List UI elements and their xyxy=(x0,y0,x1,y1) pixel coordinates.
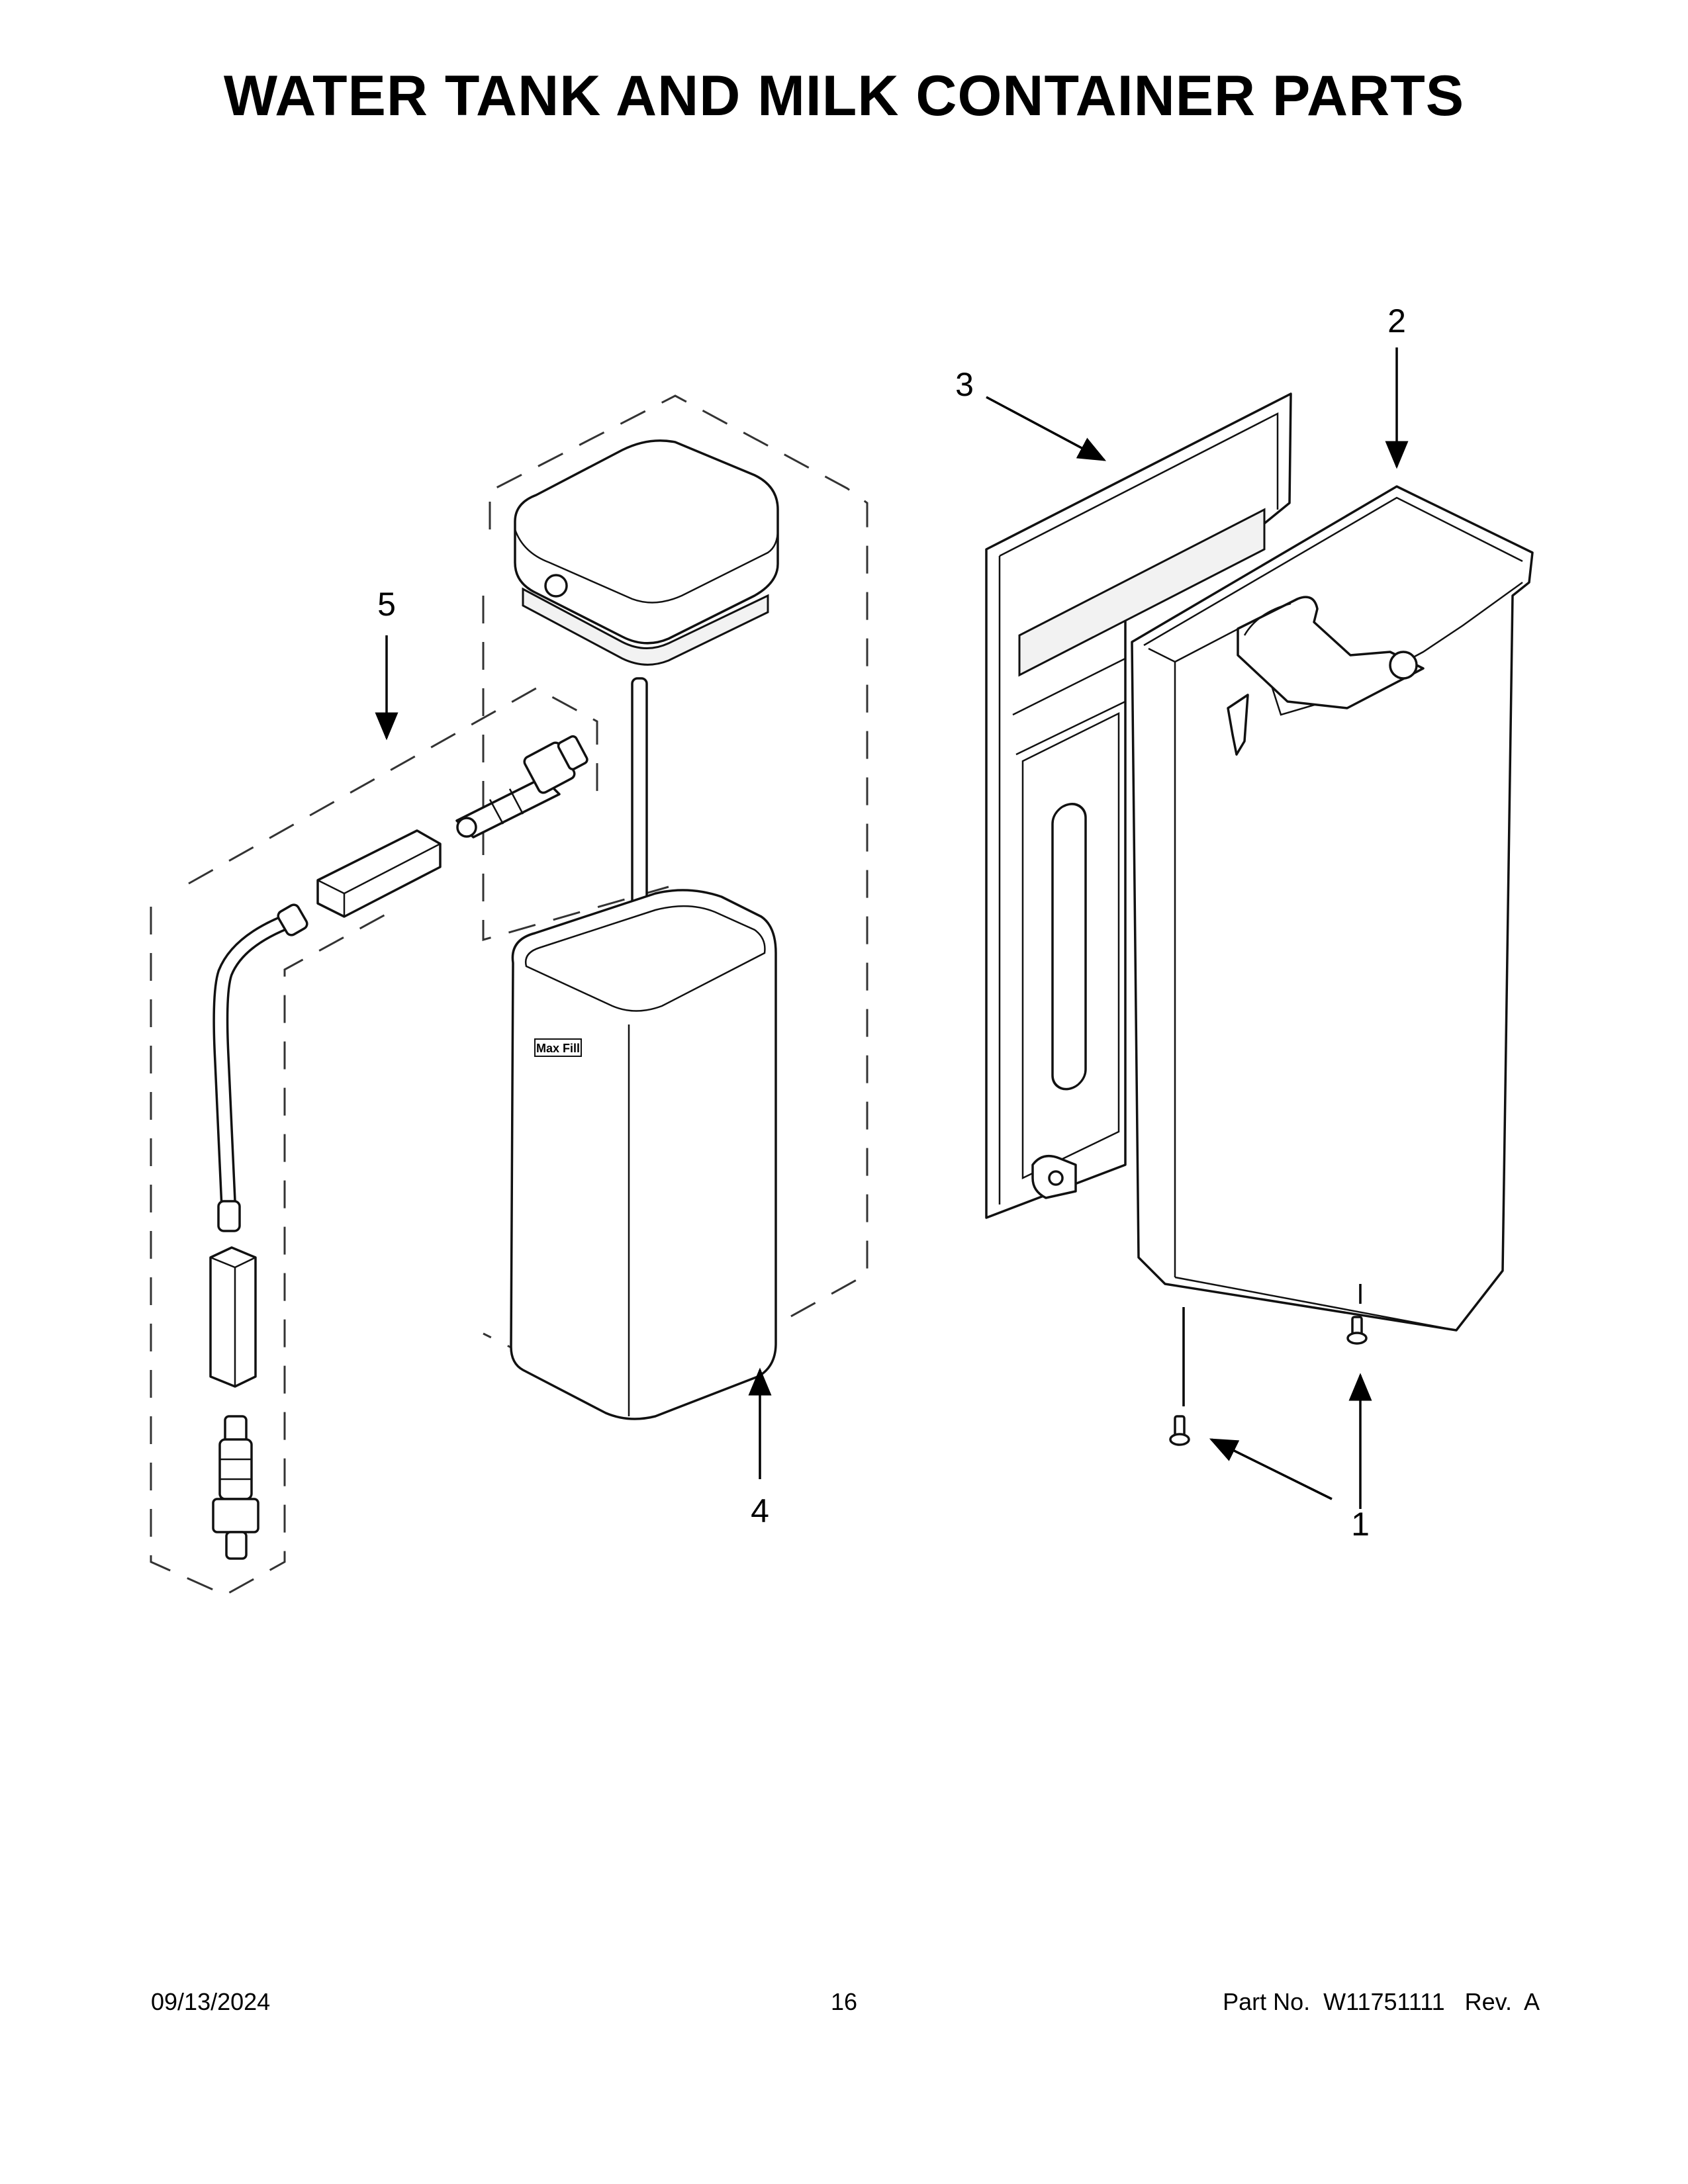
callout-2: 2 xyxy=(1387,302,1406,340)
milk-container xyxy=(1131,485,1534,1332)
callout-5: 5 xyxy=(377,586,396,623)
screw-left xyxy=(1169,1415,1190,1446)
milk-container-cover xyxy=(985,392,1292,1219)
hose-connector-top xyxy=(455,735,588,839)
hose-sleeve-bottom xyxy=(209,1246,257,1388)
callout-3: 3 xyxy=(955,366,974,403)
callout-1: 1 xyxy=(1351,1506,1370,1543)
hose-sleeve-top xyxy=(316,829,442,918)
water-tank-lid xyxy=(514,439,779,666)
leader-lines xyxy=(375,347,1409,1509)
page-title: WATER TANK AND MILK CONTAINER PARTS xyxy=(223,64,1465,128)
screw-right xyxy=(1346,1316,1368,1345)
water-tank-body: Max Fill xyxy=(510,889,777,1420)
callout-4: 4 xyxy=(751,1492,769,1529)
hose-assembly-dashed-outline xyxy=(150,687,598,1596)
max-fill-label: Max Fill xyxy=(536,1042,580,1055)
hose xyxy=(212,903,308,1232)
footer-date: 09/13/2024 xyxy=(151,1988,271,2015)
footer-part-number: Part No. W11751111 Rev. A xyxy=(1223,1988,1540,2015)
hose-connector-bottom xyxy=(212,1415,259,1560)
footer-page-number: 16 xyxy=(830,1988,858,2015)
